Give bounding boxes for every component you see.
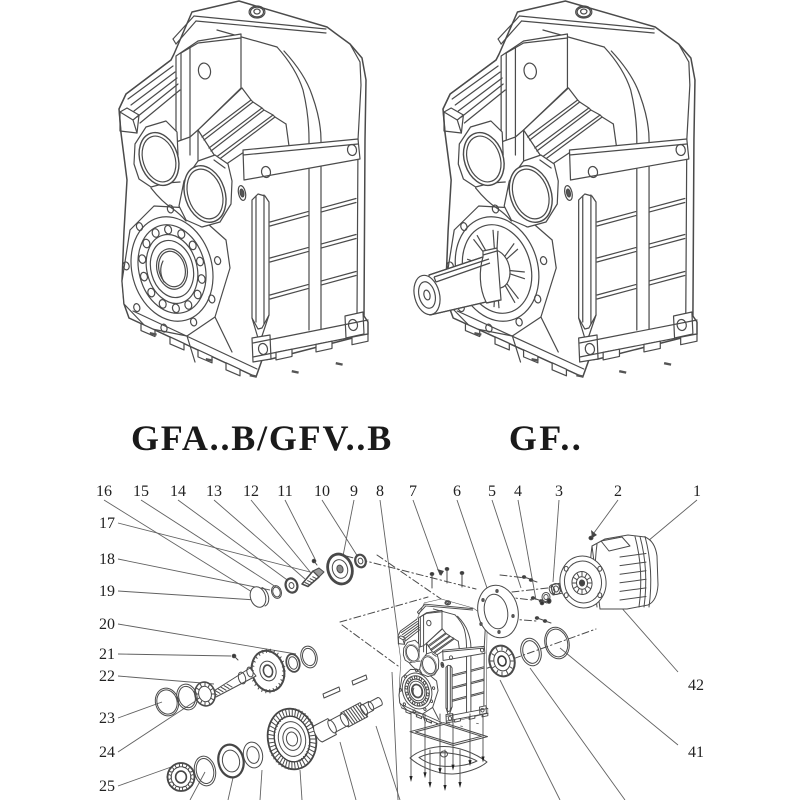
svg-text:24: 24 — [99, 744, 115, 761]
svg-text:18: 18 — [99, 551, 115, 568]
svg-text:17: 17 — [99, 515, 115, 532]
svg-text:22: 22 — [99, 668, 115, 685]
svg-text:9: 9 — [350, 483, 358, 500]
svg-text:41: 41 — [688, 744, 704, 761]
svg-text:23: 23 — [99, 710, 115, 727]
svg-text:16: 16 — [96, 483, 112, 500]
svg-text:15: 15 — [133, 483, 149, 500]
svg-text:2: 2 — [614, 483, 622, 500]
svg-text:19: 19 — [99, 583, 115, 600]
svg-text:25: 25 — [99, 778, 115, 795]
svg-text:GFA..B/GFV..B: GFA..B/GFV..B — [131, 418, 393, 458]
svg-text:4: 4 — [514, 483, 522, 500]
svg-text:10: 10 — [314, 483, 330, 500]
svg-text:13: 13 — [206, 483, 222, 500]
svg-text:5: 5 — [488, 483, 496, 500]
svg-text:12: 12 — [243, 483, 259, 500]
svg-text:7: 7 — [409, 483, 417, 500]
svg-text:11: 11 — [277, 483, 292, 500]
svg-text:3: 3 — [555, 483, 563, 500]
svg-text:42: 42 — [688, 677, 704, 694]
svg-text:GF..: GF.. — [509, 418, 583, 458]
svg-text:21: 21 — [99, 646, 115, 663]
svg-text:14: 14 — [170, 483, 186, 500]
svg-text:1: 1 — [693, 483, 701, 500]
svg-text:6: 6 — [453, 483, 461, 500]
svg-text:20: 20 — [99, 616, 115, 633]
svg-text:8: 8 — [376, 483, 384, 500]
